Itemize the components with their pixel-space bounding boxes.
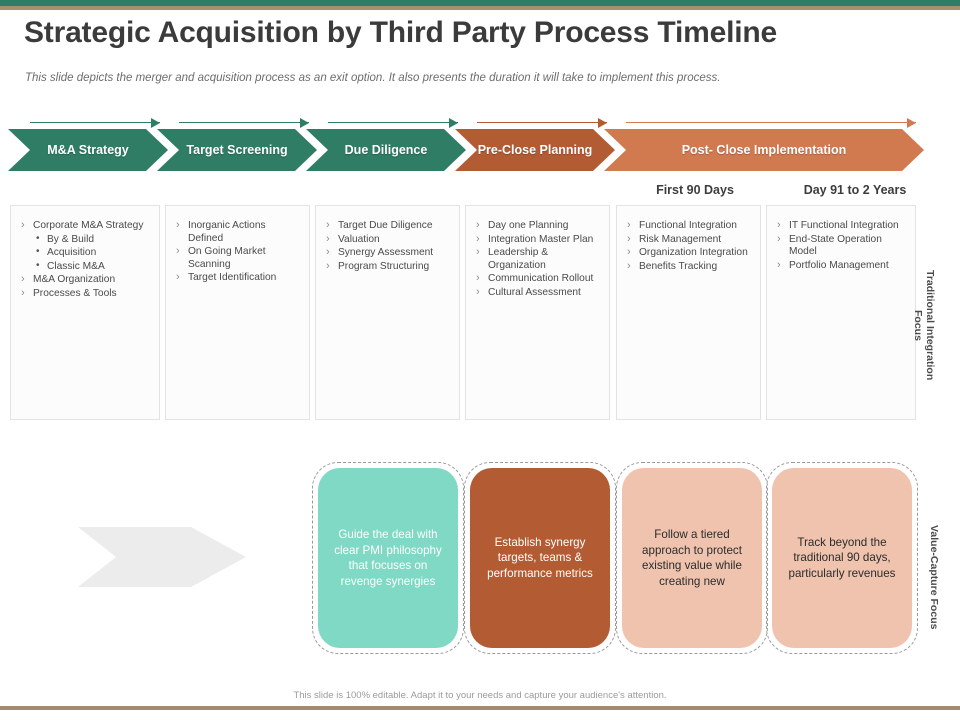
detail-list: Target Due DiligenceValuationSynergy Ass… (324, 219, 451, 274)
list-item: Leadership & Organization (474, 246, 601, 272)
card-dashed-outline-2 (464, 462, 616, 654)
value-capture-card-4[interactable]: Track beyond the traditional 90 days, pa… (772, 468, 912, 648)
timeline-stage-4[interactable]: Pre-Close Planning (455, 129, 615, 171)
list-item: By & Build (19, 233, 151, 247)
detail-list: Corporate M&A StrategyBy & BuildAcquisit… (19, 219, 151, 301)
arrow-head-icon (151, 118, 160, 128)
arrow-line-shaft (30, 122, 160, 124)
top-green-band (0, 0, 960, 6)
arrow-head-icon (449, 118, 458, 128)
list-item: Communication Rollout (474, 272, 601, 286)
list-item: Acquisition (19, 246, 151, 260)
list-item: Integration Master Plan (474, 233, 601, 247)
arrow-line-shaft (477, 122, 607, 124)
footer-note: This slide is 100% editable. Adapt it to… (293, 690, 667, 701)
arrow-head-icon (598, 118, 607, 128)
list-item: Benefits Tracking (625, 260, 752, 274)
list-item: Classic M&A (19, 260, 151, 274)
list-item: Organization Integration (625, 246, 752, 260)
card-text: Establish synergy targets, teams & perfo… (487, 535, 593, 580)
detail-column-2: Inorganic Actions DefinedOn Going Market… (165, 205, 310, 420)
detail-list: IT Functional IntegrationEnd-State Opera… (775, 219, 907, 273)
bottom-band (0, 706, 960, 710)
value-capture-card-3[interactable]: Follow a tiered approach to protect exis… (622, 468, 762, 648)
list-item: Cultural Assessment (474, 286, 601, 300)
timeline-stage-label: Post- Close Implementation (681, 143, 847, 157)
card-text: Track beyond the traditional 90 days, pa… (788, 535, 896, 580)
timeline-stage-5[interactable]: Post- Close Implementation (604, 129, 924, 171)
timeline-stage-2[interactable]: Target Screening (157, 129, 317, 171)
arrow-line-shaft (626, 122, 916, 124)
list-item: M&A Organization (19, 273, 151, 287)
detail-column-4: Day one PlanningIntegration Master PlanL… (465, 205, 610, 420)
list-item: Day one Planning (474, 219, 601, 233)
day-label-1: First 90 Days (656, 183, 734, 197)
card-dashed-outline-1 (312, 462, 464, 654)
page-title: Strategic Acquisition by Third Party Pro… (24, 16, 777, 49)
list-item: Risk Management (625, 233, 752, 247)
list-item: IT Functional Integration (775, 219, 907, 233)
side-label-value-capture-focus: Value-Capture Focus (928, 524, 940, 630)
timeline-stage-1[interactable]: M&A Strategy (8, 129, 168, 171)
detail-list: Inorganic Actions DefinedOn Going Market… (174, 219, 301, 285)
detail-column-1: Corporate M&A StrategyBy & BuildAcquisit… (10, 205, 160, 420)
list-item: Inorganic Actions Defined (174, 219, 301, 245)
card-dashed-outline-3 (616, 462, 768, 654)
list-item: On Going Market Scanning (174, 245, 301, 271)
side-label-traditional-integration-focus: Traditional Integration Focus (912, 269, 936, 381)
list-item: Target Due Diligence (324, 219, 451, 233)
day-label-2: Day 91 to 2 Years (803, 183, 907, 197)
list-item: Target Identification (174, 271, 301, 285)
timeline-arrow-line-4 (477, 118, 607, 128)
timeline-arrow-line-3 (328, 118, 458, 128)
card-text: Guide the deal with clear PMI philosophy… (334, 528, 442, 588)
page-subtitle: This slide depicts the merger and acquis… (25, 72, 721, 84)
top-tan-band (0, 6, 960, 10)
detail-list: Functional IntegrationRisk ManagementOrg… (625, 219, 752, 274)
timeline-stage-label: M&A Strategy (47, 143, 129, 157)
timeline-stage-label: Target Screening (186, 143, 288, 157)
list-item: End-State Operation Model (775, 233, 907, 259)
list-item: Functional Integration (625, 219, 752, 233)
list-item: Program Structuring (324, 260, 451, 274)
timeline-stage-label: Pre-Close Planning (477, 143, 593, 157)
value-capture-card-2[interactable]: Establish synergy targets, teams & perfo… (470, 468, 610, 648)
detail-list: Day one PlanningIntegration Master PlanL… (474, 219, 601, 300)
timeline-arrow-line-5 (626, 118, 916, 128)
value-capture-card-1[interactable]: Guide the deal with clear PMI philosophy… (318, 468, 458, 648)
arrow-head-icon (300, 118, 309, 128)
timeline-arrow-line-1 (30, 118, 160, 128)
list-item: Corporate M&A Strategy (19, 219, 151, 233)
arrow-head-icon (907, 118, 916, 128)
card-dashed-outline-4 (766, 462, 918, 654)
detail-column-6: IT Functional IntegrationEnd-State Opera… (766, 205, 916, 420)
timeline-arrow-line-2 (179, 118, 309, 128)
detail-column-3: Target Due DiligenceValuationSynergy Ass… (315, 205, 460, 420)
timeline-stage-3[interactable]: Due Diligence (306, 129, 466, 171)
list-item: Processes & Tools (19, 287, 151, 301)
arrow-line-shaft (179, 122, 309, 124)
timeline-stage-label: Due Diligence (344, 143, 428, 157)
list-item: Portfolio Management (775, 259, 907, 273)
arrow-line-shaft (328, 122, 458, 124)
list-item: Valuation (324, 233, 451, 247)
list-item: Synergy Assessment (324, 246, 451, 260)
card-text: Follow a tiered approach to protect exis… (642, 528, 742, 588)
grey-chevron-shape (78, 527, 246, 587)
detail-column-5: Functional IntegrationRisk ManagementOrg… (616, 205, 761, 420)
